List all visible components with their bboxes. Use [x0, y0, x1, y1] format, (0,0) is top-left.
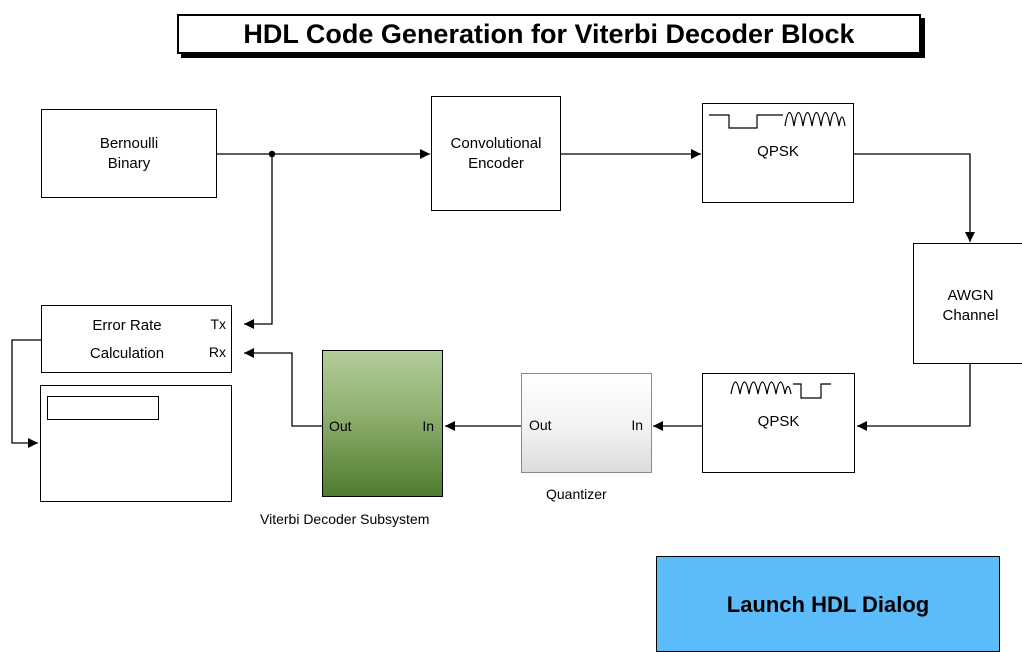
qpsk-mod-label: QPSK	[757, 143, 799, 160]
viterbi-out-port: Out	[329, 418, 352, 434]
error-rate-label-line2: Calculation	[89, 345, 165, 362]
viterbi-in-port: In	[422, 418, 434, 434]
quantizer-block[interactable]: Out In	[521, 373, 652, 473]
bernoulli-binary-block[interactable]: Bernoulli Binary	[41, 109, 217, 198]
quantizer-in-port: In	[631, 417, 643, 433]
awgn-label-line1: AWGN	[947, 287, 994, 304]
wire-branch-to-tx	[244, 154, 273, 329]
viterbi-decoder-subsystem-block[interactable]: Out In	[322, 350, 443, 497]
qpsk-demod-label: QPSK	[757, 413, 800, 430]
launch-hdl-dialog-button[interactable]: Launch HDL Dialog	[656, 556, 1000, 652]
viterbi-caption: Viterbi Decoder Subsystem	[260, 511, 430, 527]
error-rate-rx-port: Rx	[208, 344, 226, 360]
display-block[interactable]	[40, 385, 232, 502]
quantizer-caption: Quantizer	[546, 486, 607, 502]
awgn-label-line2: Channel	[942, 307, 999, 324]
encoder-label-line2: Encoder	[468, 155, 524, 172]
diagram-title: HDL Code Generation for Viterbi Decoder …	[177, 14, 921, 54]
branch-point	[268, 150, 276, 158]
quantizer-out-port: Out	[529, 417, 552, 433]
error-rate-tx-port: Tx	[210, 316, 226, 332]
wire-error-to-display	[11, 339, 42, 448]
bernoulli-label-line2: Binary	[107, 155, 151, 172]
qpsk-modulator-block[interactable]: QPSK	[702, 103, 854, 203]
error-rate-label-line1: Error Rate	[92, 317, 162, 334]
convolutional-encoder-block[interactable]: Convolutional Encoder	[431, 96, 561, 211]
wire-viterbi-to-rx	[244, 348, 322, 427]
modulator-waveform-icon	[709, 111, 846, 129]
awgn-channel-block[interactable]: AWGN Channel	[913, 243, 1022, 364]
wire-awgn-to-demod	[857, 364, 971, 431]
wire-qpsk-to-awgn	[853, 153, 975, 242]
bernoulli-label-line1: Bernoulli	[99, 135, 159, 152]
demodulator-waveform-icon	[730, 381, 831, 399]
error-rate-calculation-block[interactable]: Error Rate Calculation Tx Rx	[41, 305, 232, 373]
qpsk-demodulator-block[interactable]: QPSK	[702, 373, 855, 473]
display-value-field	[47, 396, 159, 420]
encoder-label-line1: Convolutional	[450, 135, 542, 152]
